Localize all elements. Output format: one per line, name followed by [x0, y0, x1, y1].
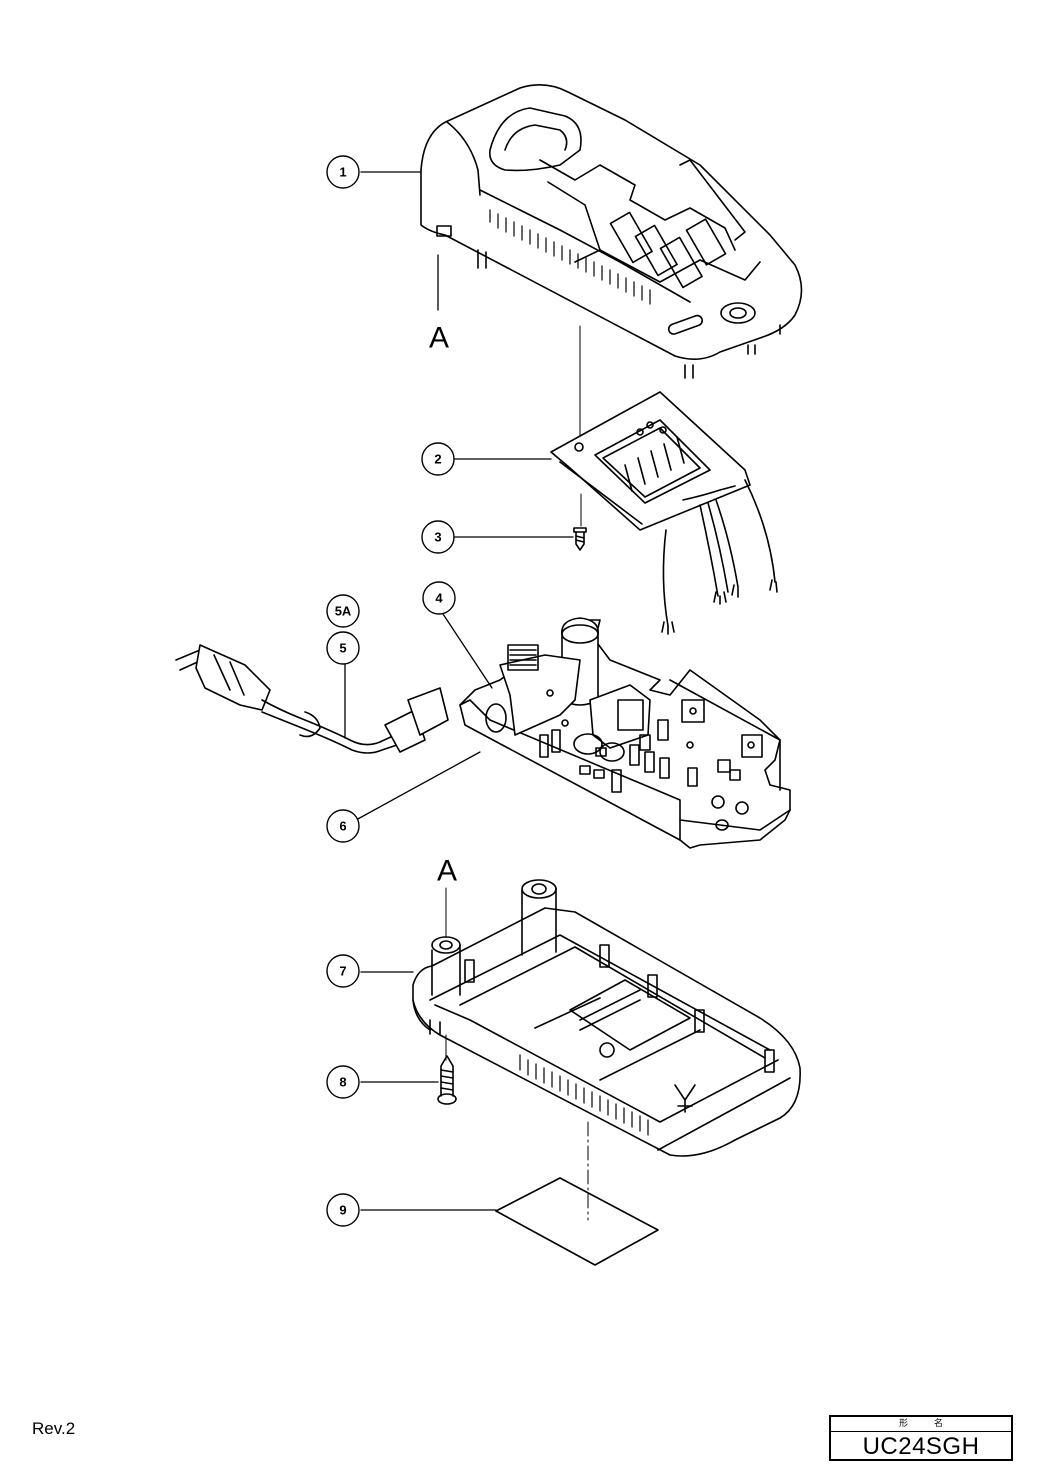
model-title-box: 形 名 UC24SGH [829, 1415, 1013, 1461]
power-cord-part [175, 644, 449, 754]
screw-part-3 [573, 527, 587, 551]
model-number: UC24SGH [862, 1433, 980, 1460]
callout-4: 4 [435, 591, 443, 606]
revision-label: Rev.2 [32, 1419, 76, 1438]
callout-8: 8 [339, 1075, 346, 1090]
callout-9: 9 [339, 1203, 346, 1218]
screw-part-8 [437, 1055, 457, 1105]
callout-5: 5 [339, 641, 346, 656]
reference-mark-a-lower: A [437, 855, 457, 888]
terminal-plate-part [550, 391, 778, 635]
callout-1: 1 [339, 165, 346, 180]
circuit-board-part [459, 617, 791, 849]
name-plate-part [495, 1177, 659, 1266]
model-header-char-2: 名 [934, 1419, 944, 1429]
reference-mark-a-upper: A [429, 322, 449, 355]
callout-2: 2 [434, 452, 441, 467]
callout-3: 3 [434, 530, 441, 545]
callout-6: 6 [339, 819, 346, 834]
model-header-char-1: 形 [898, 1419, 908, 1429]
upper-housing-part [420, 84, 803, 379]
callout-5a: 5A [335, 604, 352, 619]
callout-7: 7 [339, 964, 346, 979]
model-box-header: 形 名 [831, 1417, 1011, 1432]
lower-housing-part [412, 879, 801, 1157]
